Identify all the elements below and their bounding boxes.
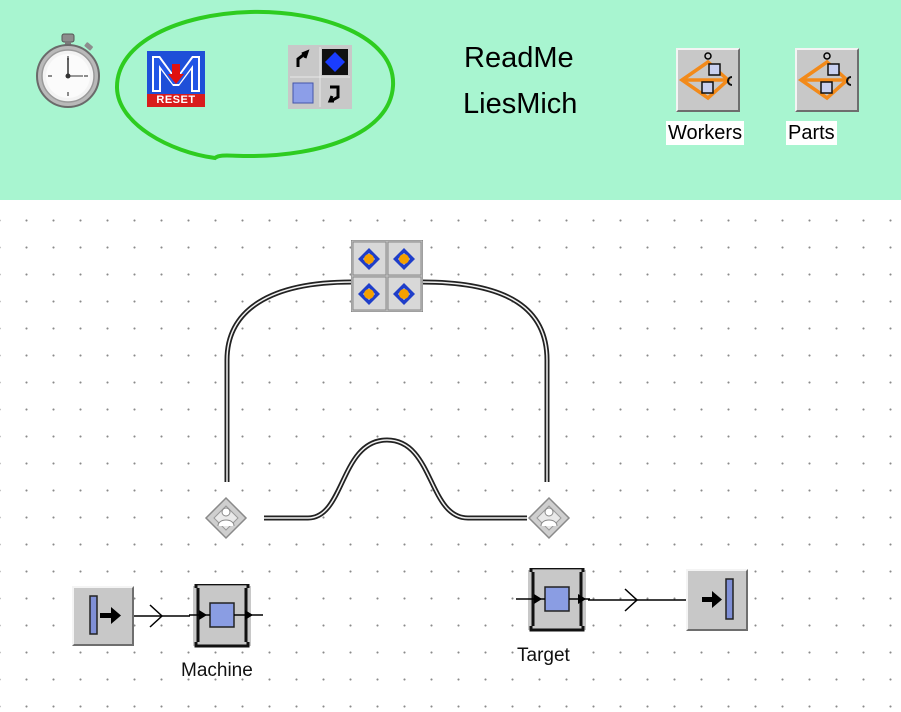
track-outer[interactable]	[224, 279, 550, 482]
stopwatch-icon[interactable]	[33, 32, 103, 110]
source-icon	[74, 588, 132, 644]
worker-pool-left[interactable]	[203, 496, 249, 540]
drain-object[interactable]	[686, 569, 748, 631]
track-inner[interactable]	[264, 437, 527, 521]
parts-label: Parts	[786, 121, 837, 145]
broker-object[interactable]	[350, 239, 424, 313]
workers-label: Workers	[666, 121, 745, 145]
reset-button[interactable]: RESET	[146, 50, 206, 108]
switch-button[interactable]	[288, 45, 352, 109]
annotation-circle	[114, 9, 396, 161]
workers-button[interactable]	[676, 48, 740, 112]
model-canvas[interactable]: Machine Target	[0, 200, 901, 712]
broker-icon	[350, 239, 424, 313]
machine-object[interactable]	[189, 582, 263, 648]
target-label: Target	[517, 645, 570, 666]
toolbar-panel: RESET ReadMe LiesMich Workers	[0, 0, 901, 200]
workstation-icon	[189, 582, 263, 648]
parts-button[interactable]	[795, 48, 859, 112]
source-object[interactable]	[72, 586, 134, 646]
tracks-layer	[133, 279, 686, 628]
target-object[interactable]	[516, 566, 590, 632]
readme-link[interactable]: ReadMe	[464, 42, 574, 74]
workers-table-icon	[678, 50, 738, 110]
connector-source-machine[interactable]	[133, 604, 190, 628]
liesmich-link[interactable]: LiesMich	[463, 88, 578, 120]
reset-badge-label: RESET	[156, 94, 196, 106]
worker-pool-icon	[204, 496, 248, 540]
switch-icon	[288, 45, 352, 109]
drain-icon	[688, 571, 746, 629]
parts-table-icon	[797, 50, 857, 110]
machine-label: Machine	[181, 660, 253, 681]
workstation-icon	[516, 566, 590, 632]
worker-pool-icon	[527, 496, 571, 540]
worker-pool-right[interactable]	[526, 496, 572, 540]
reset-icon	[147, 51, 205, 107]
connector-target-drain[interactable]	[588, 588, 686, 612]
